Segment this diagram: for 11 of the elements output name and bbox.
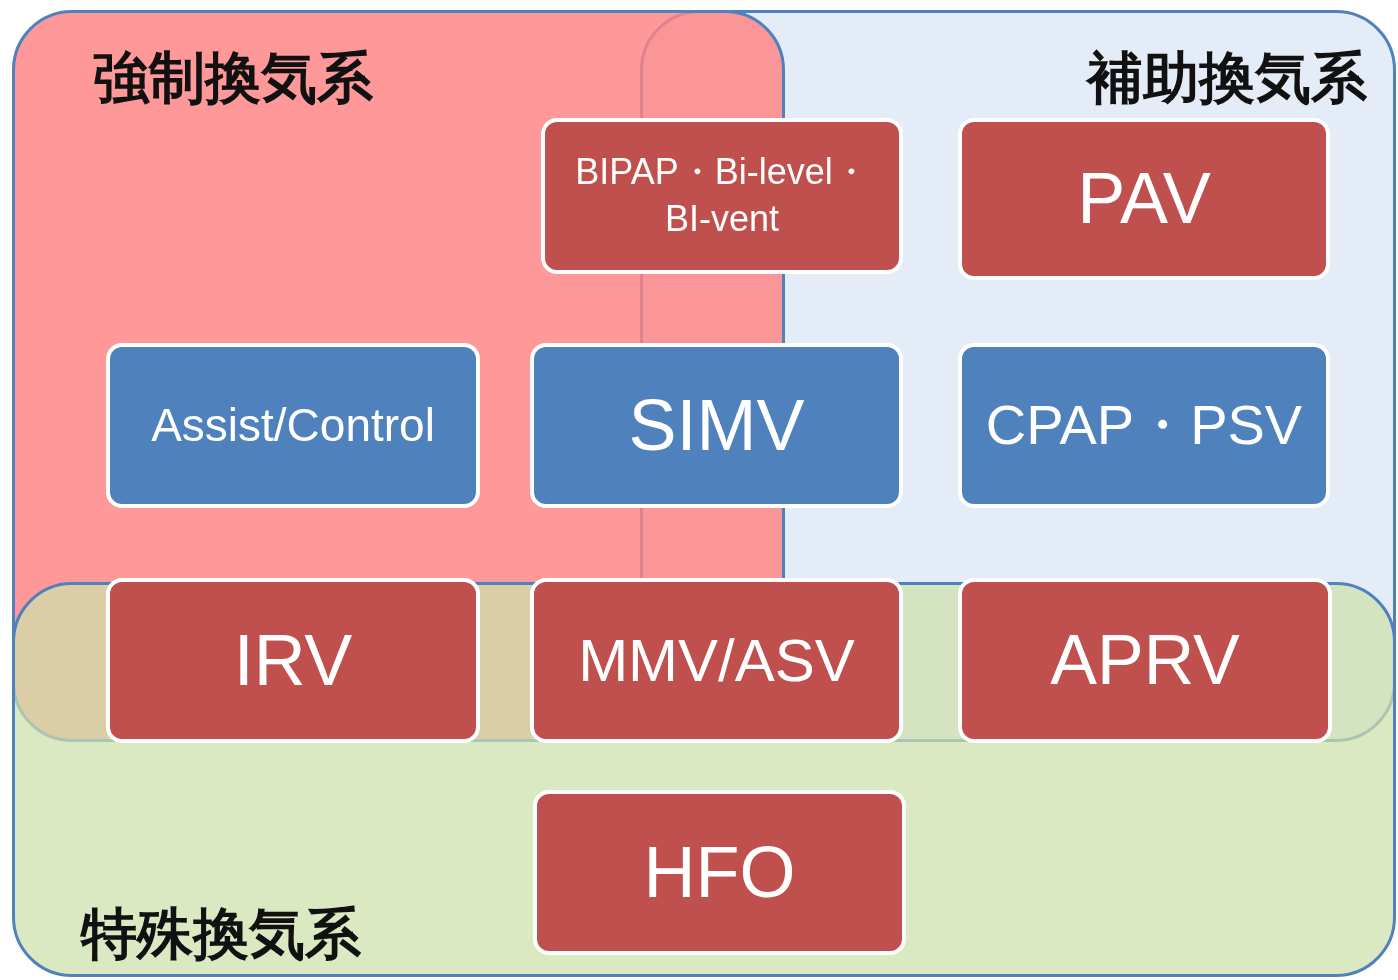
mode-box: CPAP・PSV	[958, 343, 1330, 508]
mode-box: PAV	[958, 118, 1330, 280]
mode-box: APRV	[958, 578, 1332, 743]
mode-box: SIMV	[530, 343, 903, 508]
region-title: 特殊換気系	[81, 900, 361, 968]
mode-box: BIPAP・Bi-level・BI-vent	[541, 118, 903, 274]
region-title: 補助換気系	[1087, 44, 1367, 112]
region-title: 強制換気系	[93, 44, 373, 112]
mode-box: IRV	[106, 578, 480, 743]
mode-box: HFO	[533, 790, 906, 955]
mode-box: Assist/Control	[106, 343, 480, 508]
